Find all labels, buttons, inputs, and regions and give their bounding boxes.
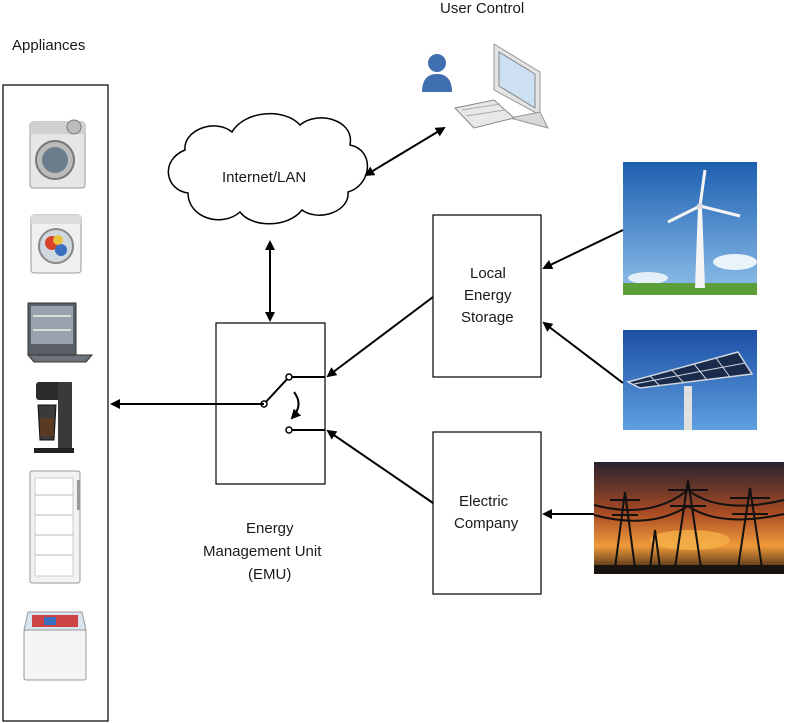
chest-freezer-icon: [23, 611, 87, 681]
emu-label-line2: Management Unit: [203, 543, 322, 560]
electric-label-line2: Company: [454, 515, 519, 532]
emu-label-line3: (EMU): [248, 566, 291, 583]
dishwasher-icon: [26, 302, 94, 363]
electric-label-line1: Electric: [459, 493, 509, 510]
coffee-maker-icon: [34, 382, 74, 453]
switch-arc: [290, 391, 302, 420]
appliances-title: Appliances: [12, 37, 85, 54]
storage-label-line3: Storage: [461, 309, 514, 326]
storage-box: [432, 214, 542, 378]
internet-cloud: [167, 113, 369, 225]
electric-to-emu-arrow: [326, 429, 434, 504]
user-control-title: User Control: [440, 0, 524, 17]
cloud-user-arrow: [364, 126, 446, 177]
refrigerator-icon: [29, 470, 81, 584]
internet-label: Internet/LAN: [222, 169, 306, 186]
wind-to-storage-arrow: [542, 229, 624, 270]
user-icon: [422, 54, 452, 92]
computer-icon: [454, 43, 549, 129]
solar-panel-icon: [623, 330, 757, 430]
dryer-icon: [30, 214, 82, 274]
wind-turbine-icon: [623, 162, 757, 295]
storage-label-line2: Energy: [464, 287, 512, 304]
switch-lever: [263, 376, 290, 405]
emu-label-line1: Energy: [246, 520, 294, 537]
solar-to-storage-arrow: [542, 321, 624, 384]
switch-contact-grid: [285, 426, 293, 434]
electric-company-box: [432, 431, 542, 595]
power-lines-icon: [593, 462, 785, 574]
storage-to-emu-arrow: [326, 296, 434, 378]
storage-label-line1: Local: [470, 265, 506, 282]
washing-machine-icon: [29, 119, 86, 189]
switch-contact-storage: [285, 373, 293, 381]
